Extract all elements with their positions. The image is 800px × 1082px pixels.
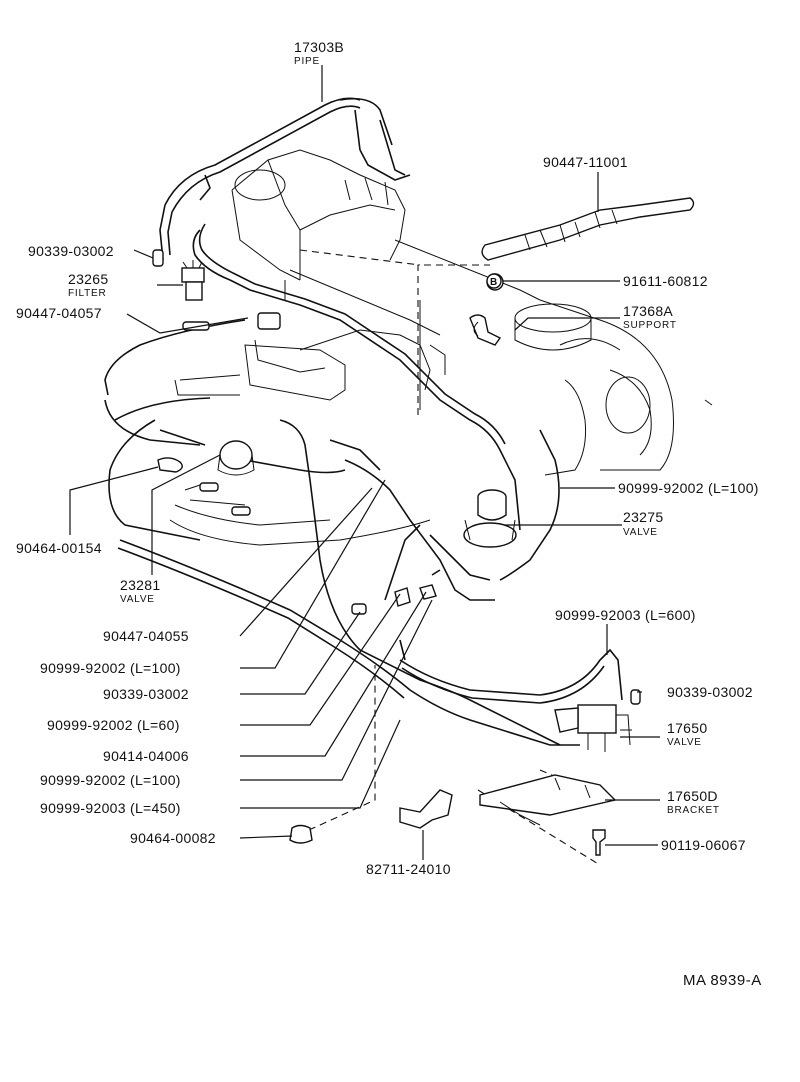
label-90999-92002-L100-right: 90999-92002 (L=100) bbox=[618, 480, 759, 496]
label-17650D-desc: BRACKET bbox=[667, 805, 720, 816]
part-90464-00082-clip bbox=[289, 824, 313, 844]
part-17650-valve bbox=[554, 689, 641, 752]
label-90999-92002-L60: 90999-92002 (L=60) bbox=[47, 717, 180, 733]
leader-lines bbox=[69, 65, 660, 860]
label-23265-desc: FILTER bbox=[68, 288, 107, 299]
label-23281: 23281 bbox=[120, 577, 160, 593]
label-91611-60812: 91611-60812 bbox=[623, 273, 708, 289]
part-17368A-support bbox=[469, 314, 502, 346]
dashed-leaders bbox=[297, 249, 611, 866]
label-90999-92003-L600: 90999-92003 (L=600) bbox=[555, 607, 696, 623]
label-90464-00154: 90464-00154 bbox=[16, 540, 102, 556]
label-90447-04055: 90447-04055 bbox=[103, 628, 189, 644]
part-23265-filter bbox=[181, 260, 205, 301]
part-90464-00154-clip bbox=[157, 457, 183, 473]
callout-b-circle bbox=[486, 273, 502, 289]
part-17650D-bracket bbox=[479, 774, 617, 826]
drawing-reference: MA 8939-A bbox=[683, 972, 762, 989]
label-90414-04006: 90414-04006 bbox=[103, 748, 189, 764]
label-90999-92002-L100-b: 90999-92002 (L=100) bbox=[40, 772, 181, 788]
label-23275: 23275 bbox=[623, 509, 663, 525]
part-23275-valve bbox=[463, 489, 517, 548]
label-90339-03002-mid: 90339-03002 bbox=[103, 686, 189, 702]
label-17650D: 17650D bbox=[667, 788, 718, 804]
hoses bbox=[104, 97, 623, 746]
part-23281-valve bbox=[217, 440, 255, 476]
label-90447-11001: 90447-11001 bbox=[543, 154, 628, 170]
label-17650-desc: VALVE bbox=[667, 737, 702, 748]
engine-outline bbox=[169, 149, 713, 546]
label-23281-desc: VALVE bbox=[120, 594, 155, 605]
small-plugs-and-fittings bbox=[182, 312, 437, 615]
label-17303B-desc: PIPE bbox=[294, 56, 320, 67]
part-90447-11001-hose bbox=[481, 197, 695, 261]
callout-b-letter: B bbox=[490, 277, 498, 288]
label-90999-92002-L100-a: 90999-92002 (L=100) bbox=[40, 660, 181, 676]
label-82711-24010: 82711-24010 bbox=[366, 861, 451, 877]
label-90119-06067: 90119-06067 bbox=[661, 837, 746, 853]
part-82711-24010-clamp bbox=[399, 789, 453, 829]
labels: 17303B PIPE 90447-11001 90339-03002 2326… bbox=[16, 39, 762, 989]
label-90339-03002-right: 90339-03002 bbox=[667, 684, 753, 700]
label-90447-04057: 90447-04057 bbox=[16, 305, 102, 321]
part-90339-03002-plug-top bbox=[152, 249, 164, 267]
part-90119-06067-bolt bbox=[592, 829, 606, 856]
label-17368A-desc: SUPPORT bbox=[623, 320, 677, 331]
label-90339-03002-top: 90339-03002 bbox=[28, 243, 114, 259]
label-23265: 23265 bbox=[68, 271, 108, 287]
label-90464-00082: 90464-00082 bbox=[130, 830, 216, 846]
label-17650: 17650 bbox=[667, 720, 707, 736]
label-90999-92003-L450: 90999-92003 (L=450) bbox=[40, 800, 181, 816]
label-17368A: 17368A bbox=[623, 303, 673, 319]
label-23275-desc: VALVE bbox=[623, 527, 658, 538]
label-17303B: 17303B bbox=[294, 39, 344, 55]
